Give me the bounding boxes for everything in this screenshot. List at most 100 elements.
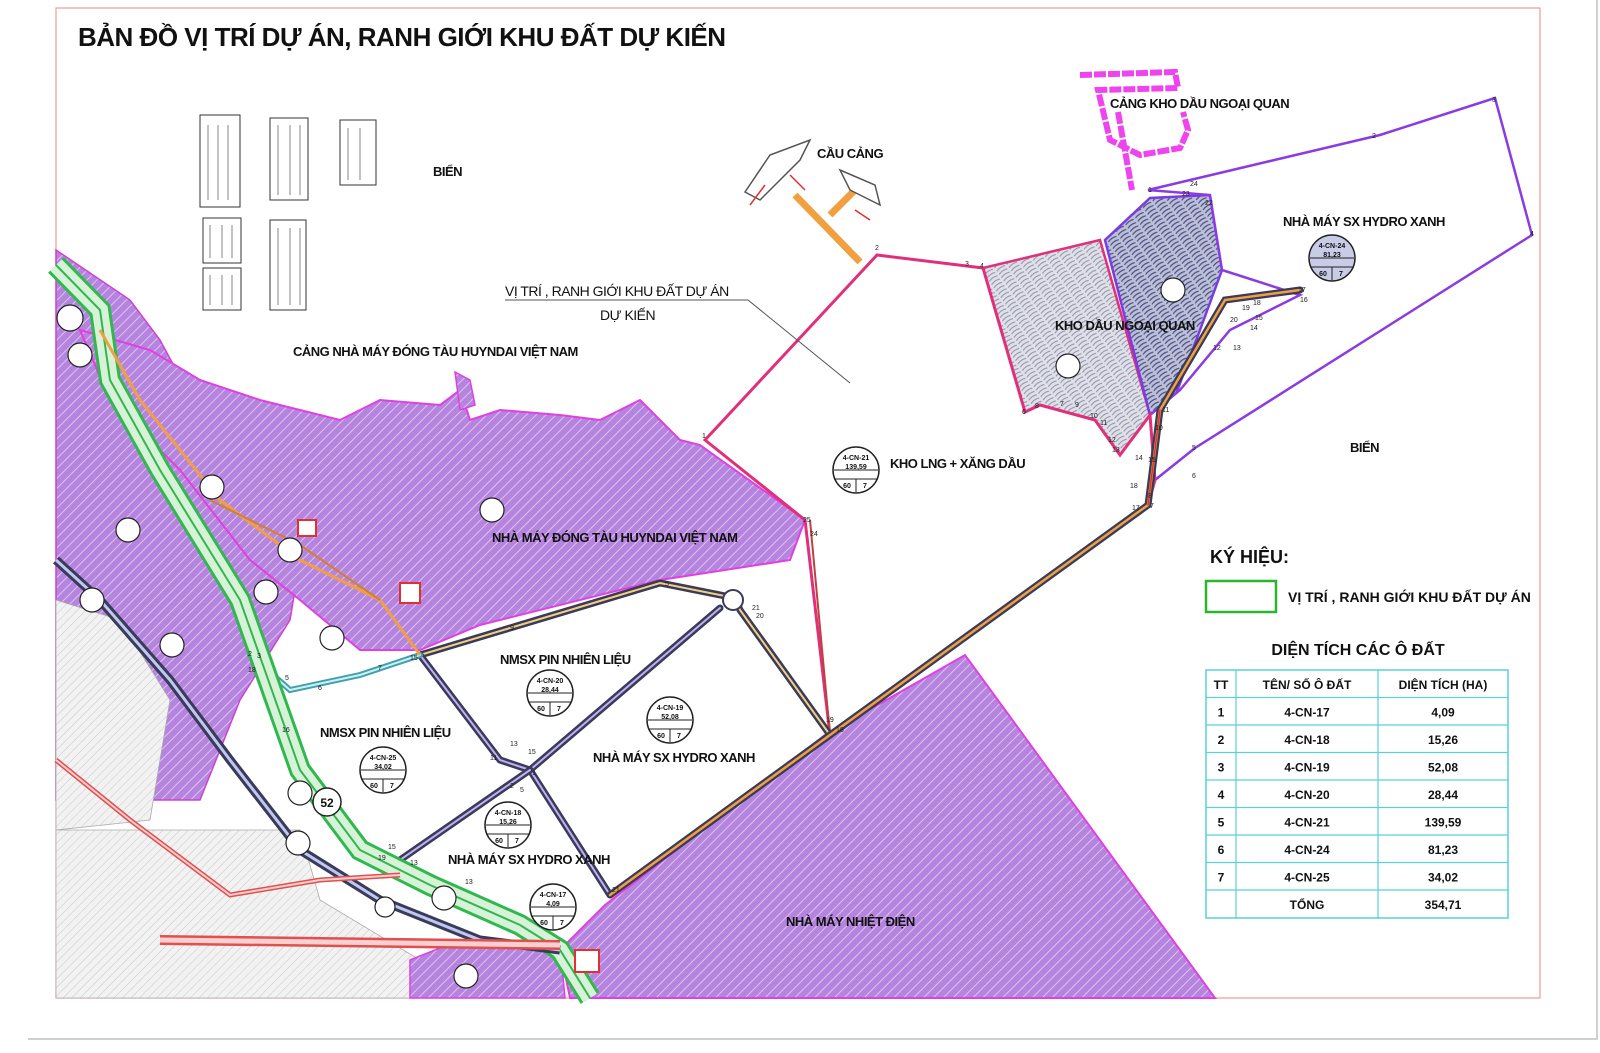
svg-text:60: 60 xyxy=(540,920,548,927)
table-cell: 28,44 xyxy=(1428,788,1458,802)
svg-text:12: 12 xyxy=(1108,437,1116,444)
svg-text:60: 60 xyxy=(370,783,378,790)
svg-text:25: 25 xyxy=(803,517,811,524)
svg-text:52,08: 52,08 xyxy=(661,714,679,721)
svg-text:3: 3 xyxy=(257,653,261,660)
label-hydro-top: NHÀ MÁY SX HYDRO XANH xyxy=(1283,214,1445,229)
zone-huyndai-shipyard xyxy=(78,328,807,651)
svg-text:28,44: 28,44 xyxy=(541,687,559,694)
svg-text:22: 22 xyxy=(1205,200,1213,207)
label-project-boundary-1: VỊ TRÍ , RANH GIỚI KHU ĐẤT DỰ ÁN xyxy=(505,283,729,299)
label-cang-huyndai: CẢNG NHÀ MÁY ĐÓNG TÀU HUYNDAI VIỆT NAM xyxy=(293,344,578,359)
svg-text:4-CN-17: 4-CN-17 xyxy=(540,892,567,899)
jetty xyxy=(792,187,863,265)
svg-text:4-CN-24: 4-CN-24 xyxy=(1319,243,1346,250)
table-cell: 7 xyxy=(1218,871,1225,885)
svg-text:4-CN-21: 4-CN-21 xyxy=(843,455,870,462)
svg-text:24: 24 xyxy=(1190,181,1198,188)
svg-text:16: 16 xyxy=(282,727,290,734)
table-cell: 5 xyxy=(1218,816,1225,830)
svg-text:3: 3 xyxy=(1492,97,1496,104)
svg-text:4-CN-18: 4-CN-18 xyxy=(495,810,522,817)
svg-text:9: 9 xyxy=(510,625,514,632)
label-hydro-bottom: NHÀ MÁY SX HYDRO XANH xyxy=(448,852,610,867)
label-bien-right: BIỂN xyxy=(1350,440,1379,455)
table-cell: 81,23 xyxy=(1428,843,1458,857)
svg-text:5: 5 xyxy=(520,787,524,794)
parcel-marker-4-cn-24: 4-CN-24 81,23 60 7 xyxy=(1308,234,1356,282)
svg-text:18: 18 xyxy=(248,667,256,674)
legend-item-label: VỊ TRÍ , RANH GIỚI KHU ĐẤT DỰ ÁN xyxy=(1288,588,1531,605)
svg-text:5: 5 xyxy=(1192,445,1196,452)
parcel-marker-4-cn-18: 4-CN-18 15,26 60 7 xyxy=(484,801,532,849)
svg-text:7: 7 xyxy=(390,783,394,790)
table-cell: 6 xyxy=(1218,843,1225,857)
building-icon-3 xyxy=(574,949,600,973)
svg-text:139,59: 139,59 xyxy=(845,464,867,471)
svg-text:19: 19 xyxy=(378,855,386,862)
svg-text:24: 24 xyxy=(810,531,818,538)
svg-text:15: 15 xyxy=(410,655,418,662)
table-cell: 139,59 xyxy=(1425,816,1462,830)
table-cell: 4-CN-20 xyxy=(1284,788,1330,802)
map-frame xyxy=(28,0,1598,1040)
svg-text:60: 60 xyxy=(537,706,545,713)
label-nhiet-dien: NHÀ MÁY NHIỆT ĐIỆN xyxy=(786,914,915,929)
svg-text:12: 12 xyxy=(1213,345,1221,352)
label-pin-2: NMSX PIN NHIÊN LIỆU xyxy=(320,725,451,740)
table-cell: 4-CN-18 xyxy=(1284,733,1330,747)
label-project-boundary-2: DỰ KIẾN xyxy=(600,307,655,323)
svg-text:21: 21 xyxy=(612,887,620,894)
pier-oil-port-arm xyxy=(1115,111,1135,191)
svg-text:7: 7 xyxy=(378,665,382,672)
label-cang-kho-dau: CẢNG KHO DẦU NGOẠI QUAN xyxy=(1110,96,1289,111)
svg-text:2: 2 xyxy=(875,245,879,252)
table-cell: 1 xyxy=(1218,706,1225,720)
svg-text:20: 20 xyxy=(1230,317,1238,324)
highway xyxy=(48,257,600,1004)
table-cell: 4-CN-21 xyxy=(1284,816,1330,830)
parcel-marker-4-cn-17: 4-CN-17 4,09 60 7 xyxy=(529,883,577,931)
pier-oil-port xyxy=(1079,68,1192,159)
svg-text:11: 11 xyxy=(1162,407,1169,414)
building-icon-2 xyxy=(399,582,421,604)
svg-text:1: 1 xyxy=(702,433,706,440)
svg-text:23: 23 xyxy=(1182,191,1190,198)
svg-text:52: 52 xyxy=(320,796,334,810)
parcel-marker-4-cn-25: 4-CN-25 34,02 60 7 xyxy=(359,746,407,794)
ship-1 xyxy=(743,138,812,201)
road-marker: 52 xyxy=(312,787,342,817)
svg-text:20: 20 xyxy=(756,613,764,620)
table-header-cell: TT xyxy=(1214,678,1229,692)
svg-text:2: 2 xyxy=(1372,133,1376,140)
svg-text:9: 9 xyxy=(1075,402,1079,409)
svg-text:1: 1 xyxy=(1148,187,1152,194)
table-cell: 4,09 xyxy=(1431,706,1455,720)
svg-text:14: 14 xyxy=(1135,455,1143,462)
svg-text:18: 18 xyxy=(1130,483,1138,490)
map-title: BẢN ĐỒ VỊ TRÍ DỰ ÁN, RANH GIỚI KHU ĐẤT D… xyxy=(78,22,726,52)
parcel-marker-4-cn-21: 4-CN-21 139,59 60 7 xyxy=(832,446,880,494)
svg-text:19: 19 xyxy=(826,717,834,724)
svg-text:7: 7 xyxy=(1339,271,1343,278)
svg-text:1: 1 xyxy=(532,770,536,777)
roundabout xyxy=(722,589,744,611)
svg-text:7: 7 xyxy=(560,920,564,927)
label-bien-top: BIỂN xyxy=(433,164,462,179)
drawing-tables xyxy=(199,114,377,311)
table-cell: 3 xyxy=(1218,761,1225,775)
svg-text:6: 6 xyxy=(318,685,322,692)
svg-text:60: 60 xyxy=(843,483,851,490)
svg-text:18: 18 xyxy=(836,727,844,734)
table-cell: 52,08 xyxy=(1428,761,1458,775)
table-cell: 4 xyxy=(1218,788,1225,802)
svg-text:13: 13 xyxy=(465,879,473,886)
svg-text:4-CN-25: 4-CN-25 xyxy=(370,755,397,762)
ship-2 xyxy=(838,168,882,207)
legend: KÝ HIỆU: VỊ TRÍ , RANH GIỚI KHU ĐẤT DỰ Á… xyxy=(1204,546,1531,614)
table-cell: TỔNG xyxy=(1290,897,1325,912)
svg-text:34,02: 34,02 xyxy=(374,764,392,771)
legend-swatch xyxy=(1204,579,1278,614)
